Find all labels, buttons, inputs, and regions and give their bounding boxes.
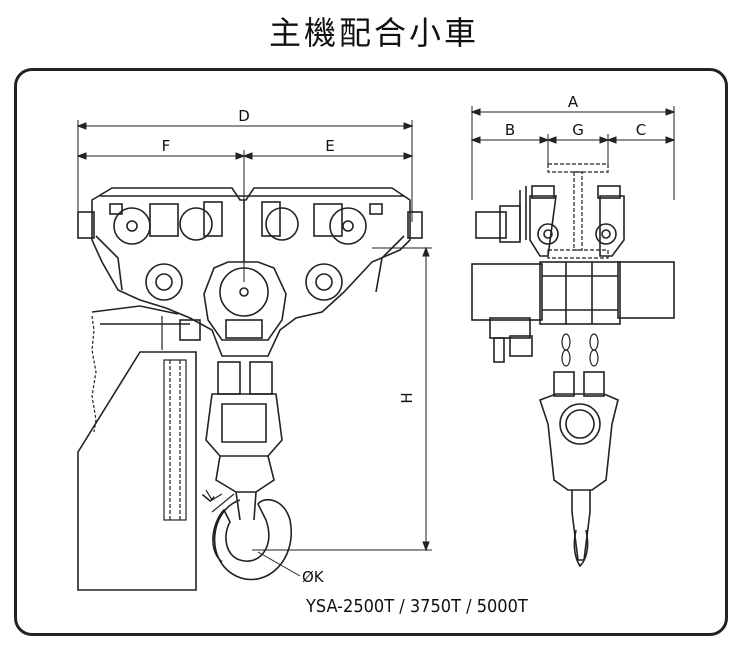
side-view: [470, 106, 676, 568]
hook-block: [205, 361, 301, 581]
diagram-frame: [14, 68, 728, 636]
dim-label-k: ØK: [302, 568, 325, 586]
page-title: 主機配合小車: [268, 14, 479, 52]
hand-chains: [91, 315, 187, 521]
trolley-motors: [109, 201, 383, 237]
i-beam: [547, 163, 609, 259]
model-number: YSA-2500T / 3750T / 5000T: [306, 596, 528, 617]
dim-label-c: C: [636, 121, 646, 139]
dim-label-e: E: [325, 137, 334, 155]
dim-label-l: L: [199, 487, 219, 505]
side-dimension-lines: [470, 106, 676, 200]
trolley-wheels: [113, 207, 367, 301]
dim-label-f: F: [162, 137, 171, 155]
front-dimension-lines: [76, 120, 432, 552]
side-chains: [561, 333, 599, 367]
dim-label-d: D: [238, 107, 250, 125]
dimension-labels: D F E H L ØK A B G C: [162, 93, 647, 586]
dim-label-b: B: [505, 121, 515, 139]
dim-label-h: H: [398, 392, 416, 403]
dim-label-a: A: [568, 93, 579, 111]
control-cabinet: [77, 351, 197, 591]
dim-label-g: G: [572, 121, 584, 139]
front-view: [76, 120, 432, 591]
